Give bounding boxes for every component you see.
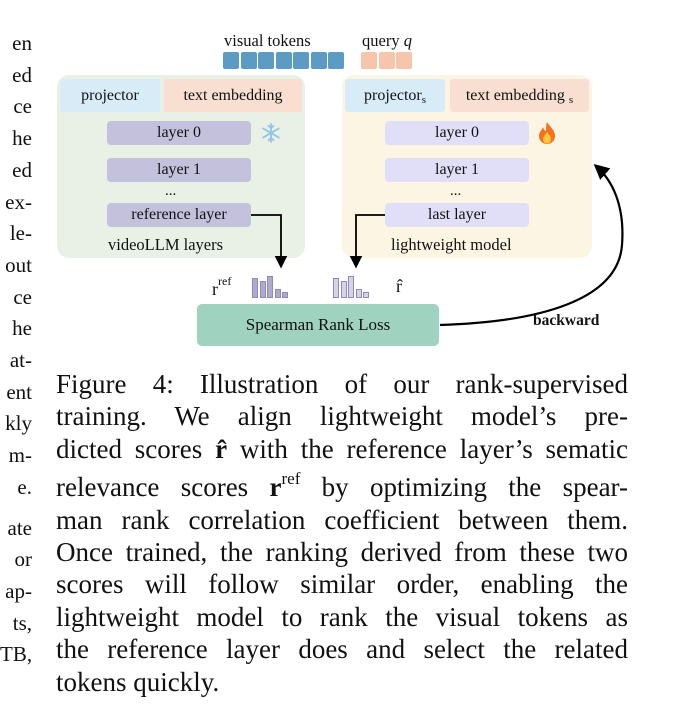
visual-token: [223, 52, 239, 69]
fire-icon: [539, 122, 555, 144]
left-column-line: or: [14, 547, 33, 572]
visual-token: [275, 52, 292, 69]
left-column-line: ts,: [12, 610, 32, 635]
left-column-line: ate: [7, 515, 32, 540]
rhat-bar: [363, 292, 369, 298]
left-column-line: ed: [12, 157, 32, 182]
left-column-line: he: [12, 126, 32, 151]
reference-layer: reference layer: [107, 203, 251, 227]
left-column-line: ex-: [5, 189, 32, 214]
lightweight-text-embedding: text embedding s: [450, 79, 589, 112]
left-column-line: ent: [6, 379, 32, 404]
connector-arrows: [251, 163, 624, 327]
caption-line: relevance scores rref by optimizing the …: [56, 469, 628, 503]
visual-token: [310, 52, 327, 69]
lightweight-ellipsis: ...: [450, 183, 462, 199]
visual-token: [258, 52, 274, 69]
rref-bar: [267, 276, 273, 298]
left-column-line: ce: [13, 284, 32, 309]
videollm-layer-0: layer 0: [107, 121, 251, 145]
left-column-line: at-: [9, 348, 32, 373]
backward-arrow: [439, 163, 624, 327]
videollm-projector: projector: [60, 79, 160, 112]
spearman-rank-loss-box: Spearman Rank Loss: [197, 304, 439, 346]
caption-line: man rank correlation coefficient between…: [56, 504, 628, 535]
rhat-bar: [348, 276, 354, 298]
videollm-layers-caption: videoLLM layers: [108, 235, 224, 254]
left-column-line: e.: [17, 474, 32, 499]
visual-token: [293, 52, 309, 69]
videollm-ellipsis: ...: [165, 183, 177, 199]
videollm-layer-1: layer 1: [107, 158, 251, 182]
caption-line: Figure 4: Illustration of our rank-super…: [56, 369, 628, 399]
videollm-text-embedding: text embedding: [164, 79, 302, 112]
left-column-line: he: [12, 316, 32, 341]
backward-label: backward: [533, 312, 600, 329]
caption-line: the reference layer does and select the …: [56, 634, 628, 665]
rhat-bar: [340, 281, 347, 298]
left-column-line: m-: [8, 443, 32, 468]
query-token: [361, 52, 377, 69]
query-token: [396, 52, 412, 69]
caption-line: tokens quickly.: [56, 666, 220, 697]
rref-bar: [252, 278, 258, 298]
last-layer: last layer: [385, 203, 529, 227]
query-label: query q: [362, 31, 412, 50]
caption-line: training. We align lightweight model’s p…: [56, 401, 628, 432]
lastlayer-to-rhat-arrow: [349, 214, 385, 269]
rref-bar: [282, 292, 288, 298]
left-column-line: ed: [12, 62, 32, 87]
left-column-line: kly: [5, 411, 32, 436]
left-column-line: ap-: [5, 578, 32, 603]
visual-token: [240, 52, 257, 69]
rref-bar: [259, 281, 266, 298]
caption-line: dicted scores r̂ with the reference laye…: [56, 433, 628, 464]
figure-4: visual tokens query q projector text emb…: [0, 0, 682, 360]
snowflake-icon: [262, 123, 280, 143]
reference-to-rref-arrow: [251, 214, 288, 269]
query-token: [378, 52, 395, 69]
left-column-line: le-: [9, 221, 32, 246]
rhat-bar: [355, 289, 362, 298]
visual-tokens-label: visual tokens: [224, 31, 311, 50]
visual-token: [328, 52, 344, 69]
lightweight-layer-1: layer 1: [385, 158, 529, 182]
rhat-label: r̂: [396, 276, 402, 296]
left-column-line: out: [5, 252, 32, 277]
left-column-line: en: [12, 31, 32, 55]
left-column-line: TB,: [0, 642, 33, 667]
lightweight-model-caption: lightweight model: [391, 235, 512, 254]
left-column-line: ce: [13, 94, 32, 119]
caption-line: lightweight model to rank the visual tok…: [56, 601, 628, 632]
caption-line: scores will follow similar order, enabli…: [56, 569, 628, 600]
rref-bar: [274, 289, 281, 298]
figure-caption: Figure 4: Illustration of our rank-super…: [56, 368, 628, 698]
caption-line: Once trained, the ranking derived from t…: [56, 537, 628, 568]
rhat-bar: [333, 278, 339, 298]
rref-label: rref: [212, 274, 232, 299]
lightweight-layer-0: layer 0: [385, 121, 529, 145]
left-column-text: en ed ce he ed ex-le-out ce he at-ent kly m-e. ate o…: [0, 28, 32, 671]
